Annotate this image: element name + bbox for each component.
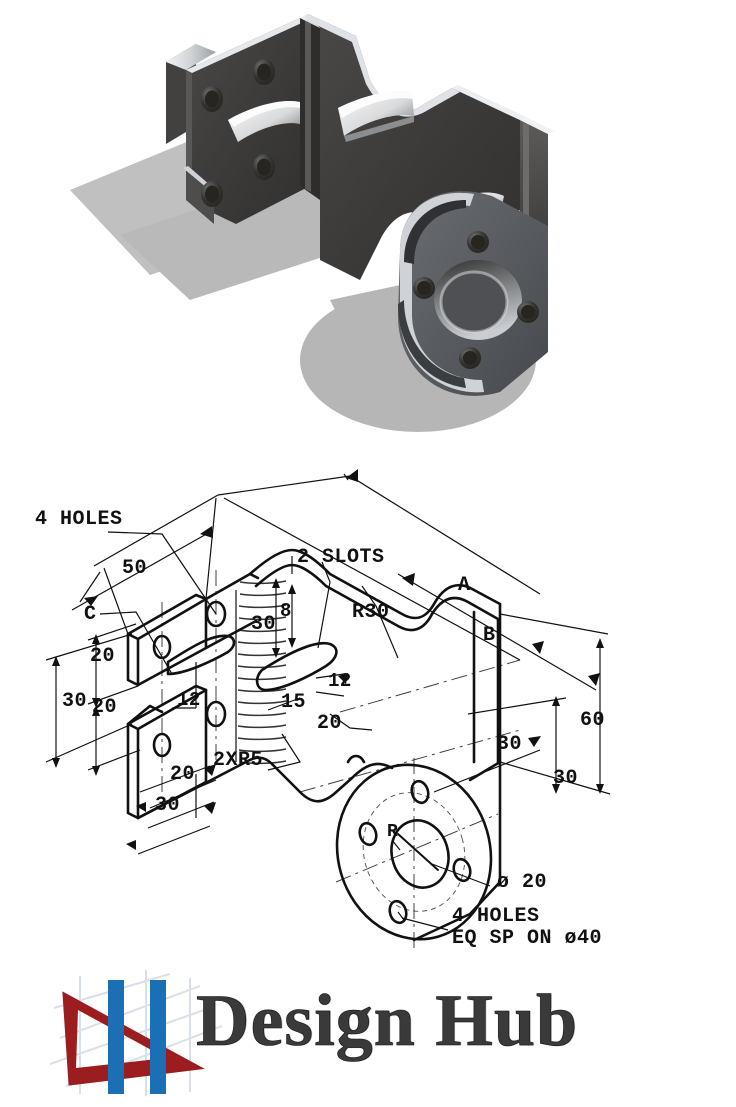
- spine-hatching: [237, 580, 287, 765]
- flange-bore: [434, 260, 522, 340]
- flange-bolt-holes: [413, 231, 539, 369]
- center-lines: [161, 570, 521, 948]
- dim-50: 50: [122, 557, 147, 580]
- logo-bar-right: [150, 980, 166, 1094]
- note-4-holes-bot: 4 HOLES: [452, 905, 540, 928]
- dim-60: 60: [580, 709, 605, 732]
- dim-30-r2: 30: [553, 767, 578, 790]
- center-slot: [338, 90, 414, 142]
- dim-12-l: 12: [177, 689, 201, 711]
- logo-triangle: [64, 994, 200, 1084]
- dim-12-m: 12: [328, 670, 352, 692]
- dim-30-l: 30: [62, 690, 87, 713]
- right-side-face: [520, 117, 554, 236]
- dim-C: C: [84, 603, 97, 626]
- drawing-labels: 4 HOLES 2 SLOTS 4 HOLES EQ SP ON ø40 ø 2…: [35, 508, 605, 950]
- dim-30-b: 30: [155, 794, 180, 817]
- bolt-circle: [362, 792, 466, 912]
- dim-R: R: [387, 822, 398, 842]
- design-hub-logo: [50, 970, 223, 1096]
- dim-20-c: 20: [170, 763, 195, 786]
- drawing-background: [0, 462, 736, 962]
- dim-30-t: 30: [251, 613, 276, 636]
- engineering-drawing-svg: 4 HOLES 2 SLOTS 4 HOLES EQ SP ON ø40 ø 2…: [0, 462, 736, 962]
- left-arm-holes: [201, 59, 275, 207]
- note-eq-sp: EQ SP ON ø40: [452, 927, 602, 950]
- logo-bar-left: [108, 980, 124, 1094]
- dim-A: A: [458, 574, 471, 597]
- dim-20-m: 20: [317, 712, 342, 735]
- dim-B: B: [483, 624, 496, 647]
- note-4-holes-top: 4 HOLES: [35, 508, 123, 531]
- left-arm-slot: [228, 100, 300, 142]
- dim-20-b: 20: [92, 696, 117, 719]
- brand-wordmark: Design Hub: [196, 980, 579, 1062]
- brand-panel: Design Hub: [0, 950, 736, 1107]
- cad-render-panel: [0, 0, 736, 470]
- part-outline: [126, 548, 502, 942]
- note-dia-20: ø 20: [497, 871, 547, 894]
- dim-30-r1: 30: [497, 733, 522, 756]
- engineering-drawing-panel: 4 HOLES 2 SLOTS 4 HOLES EQ SP ON ø40 ø 2…: [0, 462, 736, 962]
- dim-R30: R30: [352, 601, 390, 624]
- note-2-slots: 2 SLOTS: [297, 546, 385, 569]
- dim-15: 15: [281, 691, 306, 714]
- dim-2xr5: 2XR5: [213, 749, 263, 772]
- dim-8: 8: [280, 600, 292, 622]
- dimension-lines: [45, 469, 611, 931]
- dim-20-a: 20: [90, 645, 115, 668]
- cad-render-svg: [0, 0, 736, 470]
